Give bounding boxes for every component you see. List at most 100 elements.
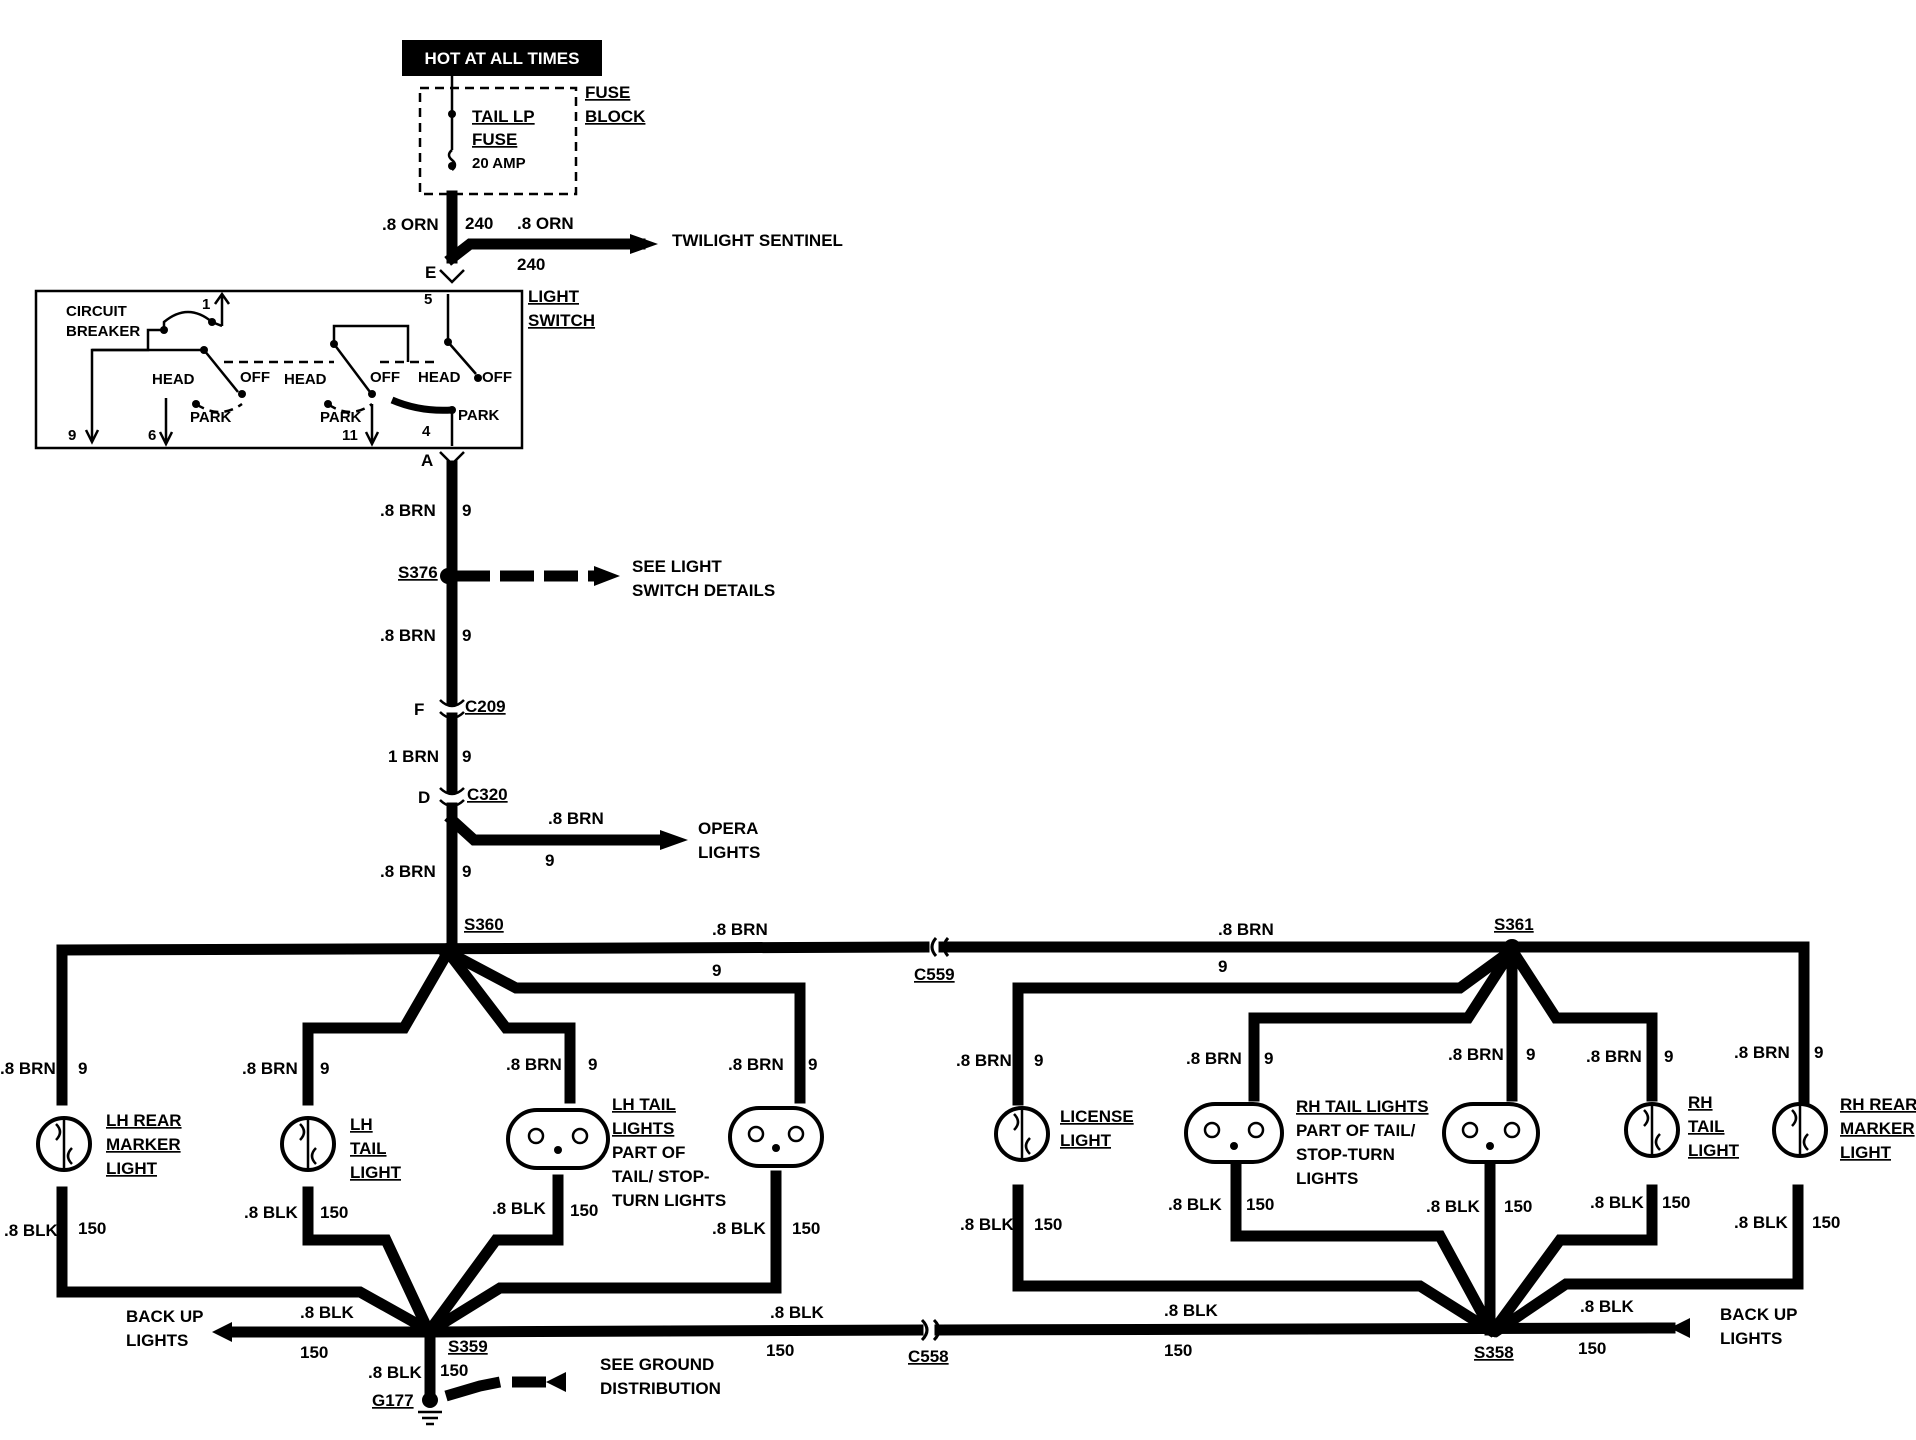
lamp-lh-marker: LH REAR MARKER LIGHT: [36, 1111, 182, 1178]
lbl-rh-marker-brn: .8 BRN: [1734, 1043, 1790, 1062]
feed-wire-left: .8 ORN: [382, 215, 439, 234]
pin-6: 6: [148, 427, 156, 444]
lbl-rh-tail-9: 9: [1664, 1047, 1673, 1066]
lbl-lh-tl-brn: .8 BRN: [506, 1055, 562, 1074]
right-branches: [1012, 941, 1810, 1338]
arrow-left-icon: [546, 1372, 566, 1392]
fuse-rating: 20 AMP: [472, 155, 526, 172]
opera-lights-2: LIGHTS: [698, 843, 760, 862]
arrow-left-icon: [1670, 1318, 1690, 1338]
pin-5: 5: [424, 291, 432, 308]
lbl-lh-pr-brn: .8 BRN: [728, 1055, 784, 1074]
splice-s359: S359: [448, 1337, 488, 1356]
lamp-rh-tail: RH TAIL LIGHT: [1624, 1093, 1740, 1160]
lamp-rh-tail-lights: RH TAIL LIGHTS PART OF TAIL/ STOP-TURN L…: [1184, 1097, 1429, 1188]
off-label-1: OFF: [240, 369, 270, 386]
seg2-circuit: 9: [462, 626, 471, 645]
opera-circuit: 9: [545, 851, 554, 870]
lh-tail-lights-l5: TURN LIGHTS: [612, 1191, 726, 1210]
rh-marker-l3: LIGHT: [1840, 1143, 1892, 1162]
lbl-rh-tl-9: 9: [1264, 1049, 1273, 1068]
park-label-1: PARK: [190, 409, 232, 426]
fuse-name-1: TAIL LP: [472, 107, 535, 126]
lbl-lh-marker-brn: .8 BRN: [0, 1059, 56, 1078]
branch-labels: .8 BRN 9 .8 BLK 150 .8 BRN 9 .8 BLK 150 …: [0, 1043, 1840, 1240]
light-switch: E LIGHT SWITCH CIRCUIT BREAKER 1 9 HEAD …: [34, 263, 595, 450]
pin-11: 11: [342, 427, 358, 444]
lbl-gnd-right-150: 150: [1164, 1341, 1192, 1360]
twilight-sentinel-label: TWILIGHT SENTINEL: [672, 231, 843, 250]
lbl-rh-tl-blk: .8 BLK: [1168, 1195, 1223, 1214]
see-switch-details-1: SEE LIGHT: [632, 557, 722, 576]
lbl-rh-marker-blk: .8 BLK: [1734, 1213, 1789, 1232]
lbl-lic-blk: .8 BLK: [960, 1215, 1015, 1234]
lh-marker-l3: LIGHT: [106, 1159, 158, 1178]
lbl-rh-tail-brn: .8 BRN: [1586, 1047, 1642, 1066]
feed-wires: .8 ORN 240 .8 ORN 240 TWILIGHT SENTINEL: [382, 190, 843, 284]
pin-a: A: [421, 451, 433, 470]
lh-tail-lights-l4: TAIL/ STOP-: [612, 1167, 710, 1186]
conn-c320: C320: [467, 785, 508, 804]
lbl-rh-tail-blk: .8 BLK: [1590, 1193, 1645, 1212]
lamp-rh-marker: RH REAR MARKER LIGHT: [1772, 1095, 1916, 1162]
lbl-rh-pr-brn: .8 BRN: [1448, 1045, 1504, 1064]
arrow-right-icon: [660, 830, 688, 850]
pin-d: D: [418, 788, 430, 807]
park-label-3: PARK: [458, 407, 500, 424]
cross-run: .8 BRN 9 C559 .8 BRN 9 S361: [56, 915, 1810, 984]
circuit-breaker-label-1: CIRCUIT: [66, 303, 127, 320]
rh-tail-l2: TAIL: [1688, 1117, 1725, 1136]
arrow-right-icon: [630, 234, 658, 254]
park-label-2: PARK: [320, 409, 362, 426]
lbl-rh-pr-150: 150: [1504, 1197, 1532, 1216]
left-branches: [56, 944, 806, 1338]
off-label-2: OFF: [370, 369, 400, 386]
backup-right-2: LIGHTS: [1720, 1329, 1782, 1348]
conn-c209: C209: [465, 697, 506, 716]
lh-marker-l1: LH REAR: [106, 1111, 182, 1130]
cross-circuit-right: 9: [1218, 957, 1227, 976]
rh-tail-lights-l4: LIGHTS: [1296, 1169, 1358, 1188]
connector-c559-icon: [930, 937, 938, 957]
lbl-lic-9: 9: [1034, 1051, 1043, 1070]
conn-c558: C558: [908, 1347, 949, 1366]
lh-tail-l2: TAIL: [350, 1139, 387, 1158]
light-switch-label-2: SWITCH: [528, 311, 595, 330]
lamp-rh-pair-right: [1442, 1102, 1540, 1164]
pin-f: F: [414, 700, 424, 719]
connector-e-icon: [439, 269, 465, 284]
backup-left-2: LIGHTS: [126, 1331, 188, 1350]
lbl-rh-tail-150: 150: [1662, 1193, 1690, 1212]
ground-g177: G177: [372, 1391, 414, 1410]
backup-left-1: BACK UP: [126, 1307, 203, 1326]
rh-tail-lights-l1: RH TAIL LIGHTS: [1296, 1097, 1429, 1116]
pin-1: 1: [202, 296, 210, 313]
banner-text: HOT AT ALL TIMES: [425, 49, 580, 68]
rh-marker-l1: RH REAR: [1840, 1095, 1916, 1114]
fuse-name-2: FUSE: [472, 130, 517, 149]
main-run: A .8 BRN 9 S376 SEE LIGHT SWITCH DETAILS…: [380, 451, 775, 952]
head-label-1: HEAD: [152, 371, 195, 388]
fuse-block-label-2: BLOCK: [585, 107, 646, 126]
seg1-wire: .8 BRN: [380, 501, 436, 520]
pin-9: 9: [68, 427, 76, 444]
seg2-wire: .8 BRN: [380, 626, 436, 645]
backup-right-1: BACK UP: [1720, 1305, 1797, 1324]
seg1-circuit: 9: [462, 501, 471, 520]
connector-c209-icon: [439, 699, 465, 708]
lbl-lh-tail-9: 9: [320, 1059, 329, 1078]
seg4-wire: .8 BRN: [380, 862, 436, 881]
lbl-lh-pr-blk: .8 BLK: [712, 1219, 767, 1238]
lamp-lh-tail-lights: LH TAIL LIGHTS PART OF TAIL/ STOP- TURN …: [506, 1095, 726, 1210]
opera-lights-1: OPERA: [698, 819, 758, 838]
lbl-gnd-right-blk: .8 BLK: [1164, 1301, 1219, 1320]
rh-tail-l3: LIGHT: [1688, 1141, 1740, 1160]
splice-s376: S376: [398, 563, 438, 582]
seg3-wire: 1 BRN: [388, 747, 439, 766]
light-switch-label-1: LIGHT: [528, 287, 580, 306]
lbl-rh-marker-150: 150: [1812, 1213, 1840, 1232]
lbl-rh-pr-blk: .8 BLK: [1426, 1197, 1481, 1216]
lbl-gnd-left-blk: .8 BLK: [300, 1303, 355, 1322]
see-ground-2: DISTRIBUTION: [600, 1379, 721, 1398]
